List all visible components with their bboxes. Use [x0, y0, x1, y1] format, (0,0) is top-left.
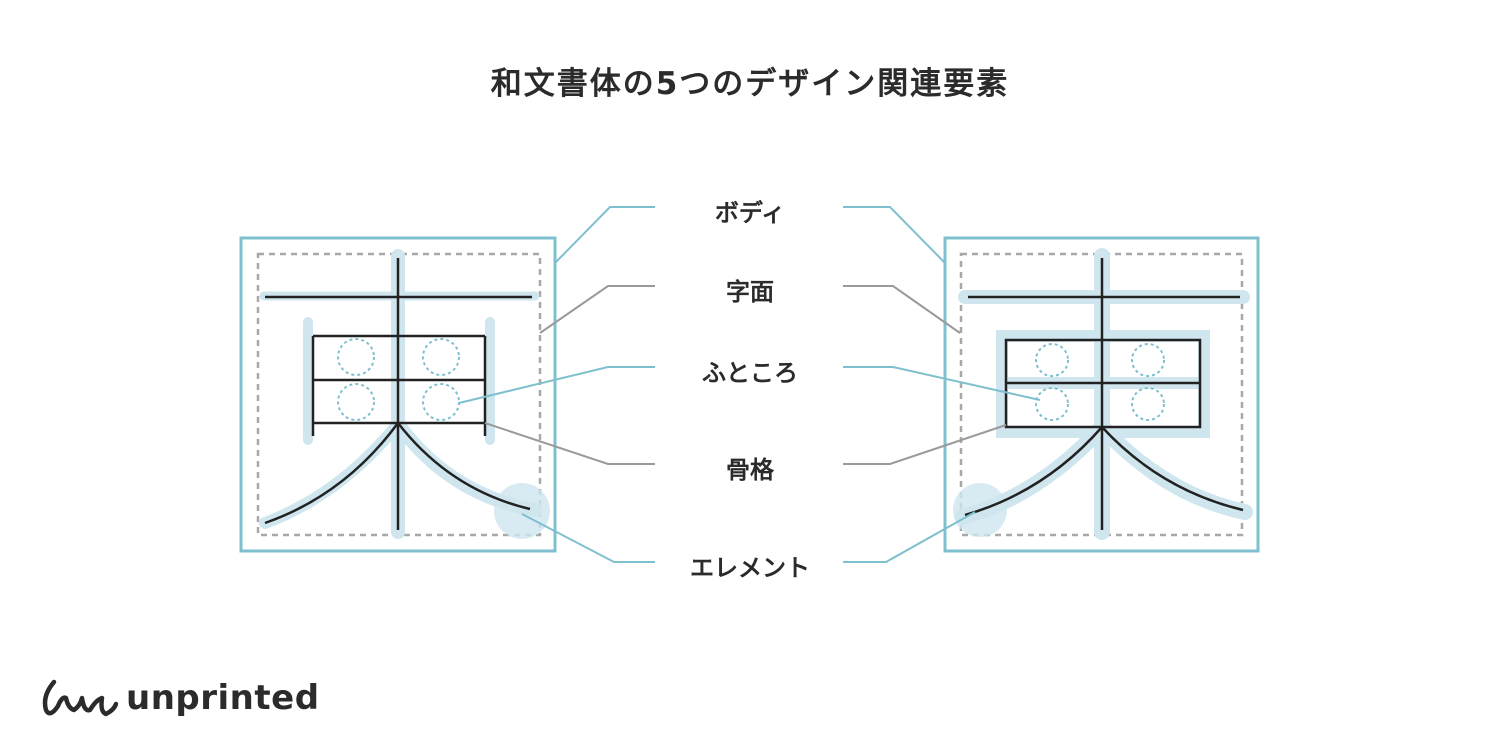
label-counter: ふところ	[702, 359, 798, 387]
leader-skeleton-right	[843, 424, 1007, 465]
leader-counter-left	[458, 366, 655, 404]
diagram-title: 和文書体の5つのデザイン関連要素	[490, 66, 1010, 102]
leader-body-right	[843, 206, 946, 264]
label-body: ボディ	[714, 199, 786, 227]
label-face: 字面	[726, 278, 774, 306]
brand-name: unprinted	[126, 678, 320, 718]
leader-face-right	[843, 285, 961, 334]
right-skeleton	[964, 258, 1244, 530]
label-skeleton: 骨格	[726, 456, 774, 484]
leader-skeleton-left	[484, 422, 655, 465]
right-glyph	[943, 236, 1260, 553]
leader-face-left	[539, 285, 655, 334]
leader-element-left	[521, 513, 655, 563]
right-body-box	[943, 236, 1260, 553]
leader-lines	[458, 206, 1041, 563]
right-counters	[1035, 343, 1165, 421]
brand-logo: unprinted	[40, 676, 320, 720]
leader-element-right	[843, 511, 976, 563]
right-face-box	[959, 252, 1244, 537]
brand-mark-icon	[42, 679, 118, 717]
leader-counter-right	[843, 366, 1041, 401]
left-glyph	[239, 236, 557, 553]
left-skeleton	[264, 258, 532, 530]
left-body-box	[239, 236, 557, 553]
leader-body-left	[554, 206, 655, 264]
label-element: エレメント	[690, 554, 810, 582]
left-glyph-shape	[259, 249, 550, 539]
